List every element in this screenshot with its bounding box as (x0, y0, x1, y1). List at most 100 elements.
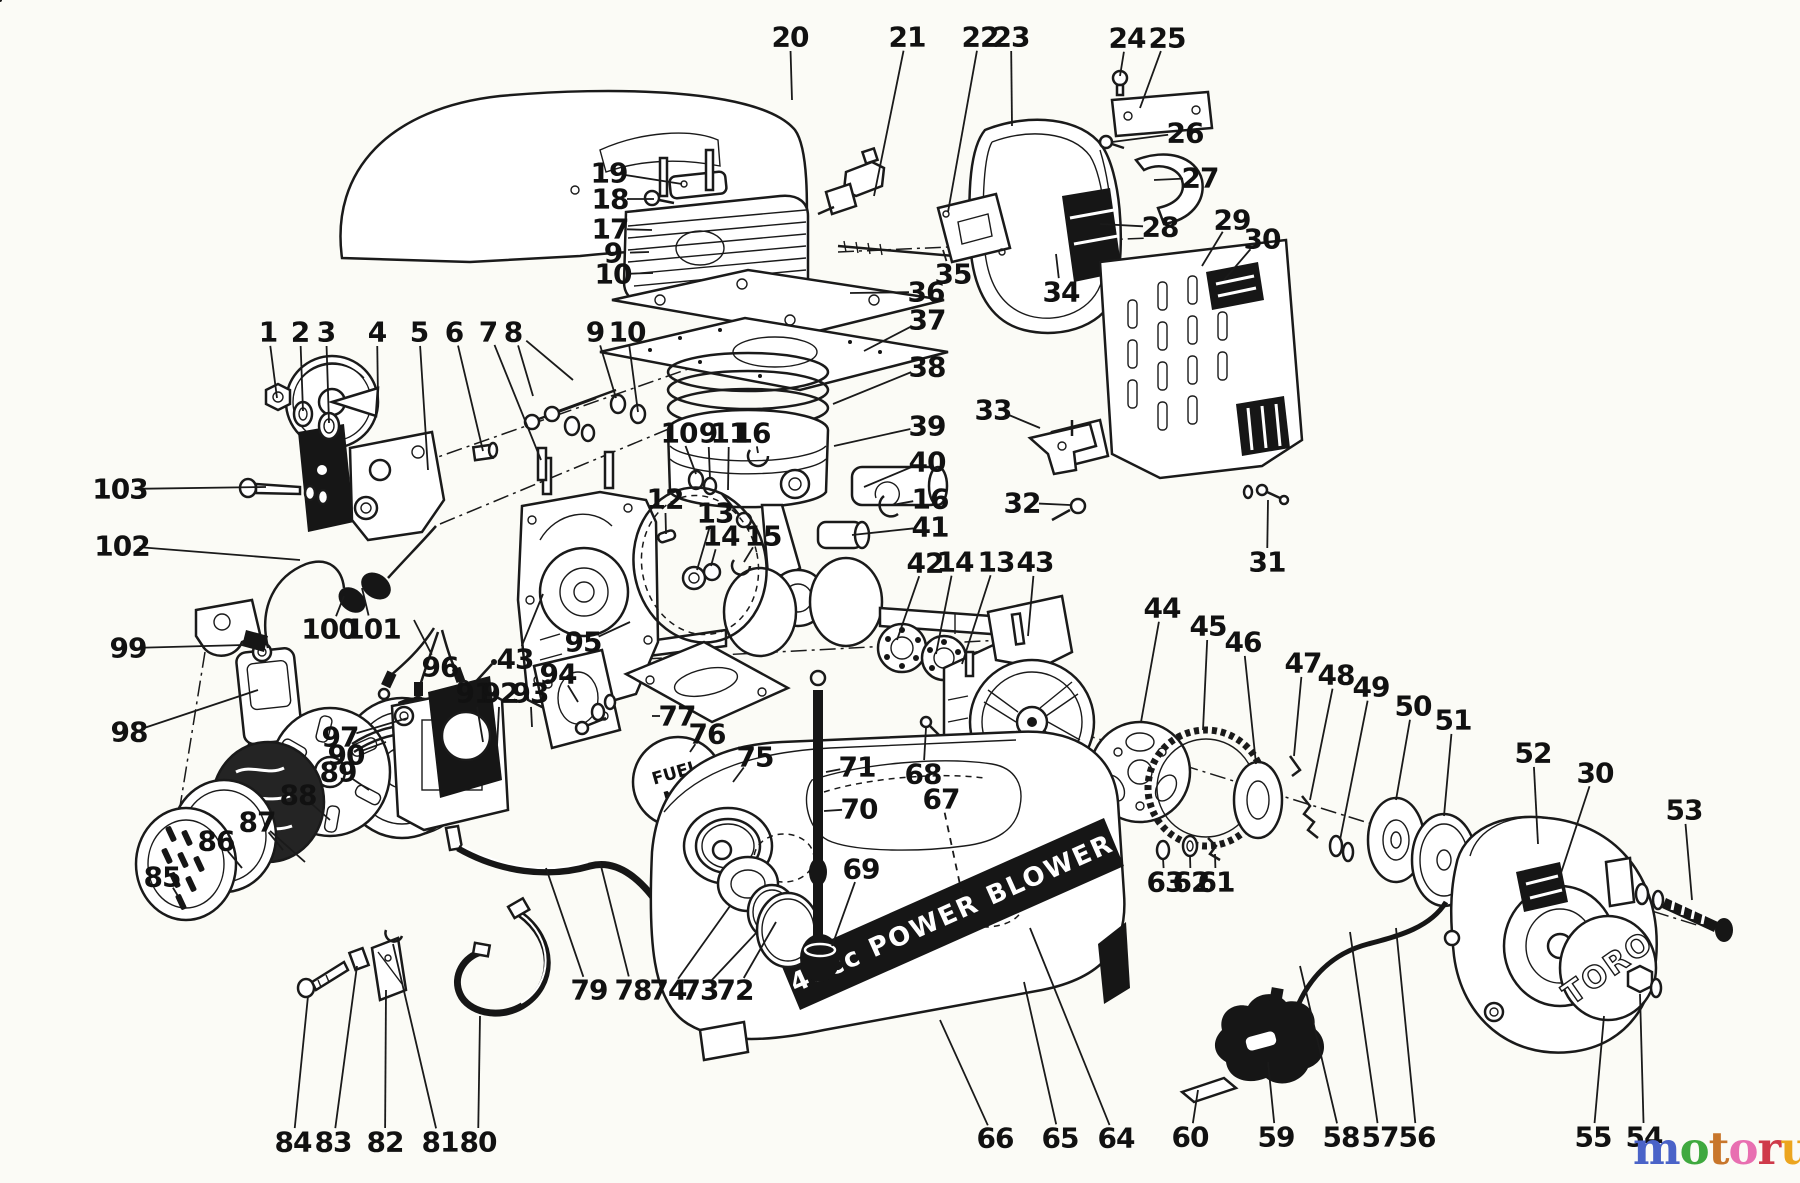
leader-line (517, 345, 534, 397)
coil-bracket (194, 598, 268, 657)
leader-line (863, 325, 913, 352)
leader-line (1443, 733, 1453, 817)
callout-97: 97 (322, 721, 359, 754)
leader-line (599, 861, 630, 977)
callout-46: 46 (1225, 626, 1262, 659)
callout-73: 73 (682, 974, 719, 1007)
callout-100: 100 (301, 613, 357, 646)
callout-40: 40 (909, 446, 946, 479)
leader-line (742, 921, 777, 979)
starter-bolt-and-nut (1604, 856, 1733, 999)
watermark-letter: o (1679, 1122, 1710, 1175)
leader-line (625, 174, 683, 185)
callout-21: 21 (889, 21, 926, 54)
leader-line (599, 345, 617, 399)
callout-26: 26 (1167, 117, 1204, 150)
leader-line (1055, 253, 1060, 279)
leader-line (496, 706, 500, 747)
clip-and-spring (1288, 755, 1355, 863)
callout-24: 24 (1109, 22, 1146, 55)
mount-hardware (296, 929, 408, 1002)
callout-86: 86 (198, 825, 235, 858)
leader-line (1139, 50, 1162, 109)
callout-13: 13 (697, 497, 734, 530)
callout-36: 36 (908, 276, 945, 309)
callout-76: 76 (689, 718, 726, 751)
leader-line (1267, 1061, 1276, 1124)
callout-61: 61 (1198, 866, 1235, 899)
leader-line (1293, 676, 1303, 757)
leader-line (138, 546, 301, 561)
callout-11: 11 (711, 417, 748, 450)
callout-89: 89 (320, 756, 357, 789)
watermark: motoruf.de (1633, 1122, 1800, 1175)
callout-32: 32 (1004, 487, 1041, 520)
leader-line (923, 727, 927, 761)
callout-95: 95 (565, 626, 602, 659)
leader-line (352, 778, 370, 791)
leader-line (743, 546, 754, 563)
callout-79: 79 (571, 974, 608, 1007)
leader-line (1162, 857, 1165, 869)
leader-line (1299, 965, 1338, 1124)
callout-4: 4 (368, 316, 387, 349)
leader-line (833, 428, 911, 447)
leader-line (1099, 223, 1144, 228)
leader-line (1243, 655, 1257, 765)
leader-line (831, 881, 856, 947)
leader-line (896, 575, 921, 641)
leader-line (376, 345, 379, 400)
starter-handle (1214, 987, 1325, 1084)
callout-44: 44 (1144, 592, 1181, 625)
callout-67: 67 (923, 783, 960, 816)
rotor-fasteners (264, 382, 341, 441)
callout-52: 52 (1515, 737, 1552, 770)
callout-102: 102 (94, 530, 149, 563)
filter-grille-cover (134, 806, 238, 922)
callout-81: 81 (422, 1126, 459, 1159)
leader-line (1684, 823, 1693, 901)
leader-line (477, 1015, 481, 1129)
leader-line (825, 768, 841, 773)
callout-42: 42 (907, 547, 944, 580)
leader-line (356, 717, 409, 735)
callout-27: 27 (1182, 162, 1219, 195)
leader-line (696, 526, 711, 571)
callout-77: 77 (659, 700, 696, 733)
crankcase-gasket (632, 486, 768, 644)
leader-line (361, 741, 387, 752)
callout-12: 12 (647, 483, 684, 516)
callout-30: 30 (1577, 757, 1614, 790)
leader-line (299, 345, 304, 412)
callout-70: 70 (841, 793, 878, 826)
watermark-letter: o (1728, 1122, 1758, 1175)
heat-shield (1050, 238, 1304, 480)
leader-line (629, 251, 650, 254)
callout-74: 74 (650, 974, 687, 1007)
callout-14: 14 (703, 520, 740, 553)
callout-85: 85 (144, 861, 181, 894)
callout-83: 83 (315, 1126, 352, 1159)
callout-34: 34 (1043, 276, 1080, 309)
leader-line (310, 802, 331, 821)
leader-line (689, 743, 697, 753)
callout-101: 101 (345, 613, 400, 646)
callout-10: 10 (595, 258, 632, 291)
leader-line (144, 689, 259, 729)
leader-line (293, 995, 309, 1129)
leader-line (136, 486, 267, 490)
leader-line (832, 371, 912, 405)
callout-7: 7 (479, 316, 497, 349)
callout-60: 60 (1172, 1121, 1209, 1154)
callout-103: 103 (92, 473, 147, 506)
spark-plug (817, 146, 886, 216)
manifold-gasket (623, 640, 791, 724)
leader-line (947, 50, 978, 213)
leader-line (1201, 231, 1224, 267)
carb-gasket (428, 676, 502, 798)
leader-line (361, 587, 370, 616)
callout-87: 87 (239, 806, 276, 839)
callout-80: 80 (460, 1126, 497, 1159)
leader-line (1395, 719, 1411, 801)
callout-28: 28 (1142, 211, 1179, 244)
